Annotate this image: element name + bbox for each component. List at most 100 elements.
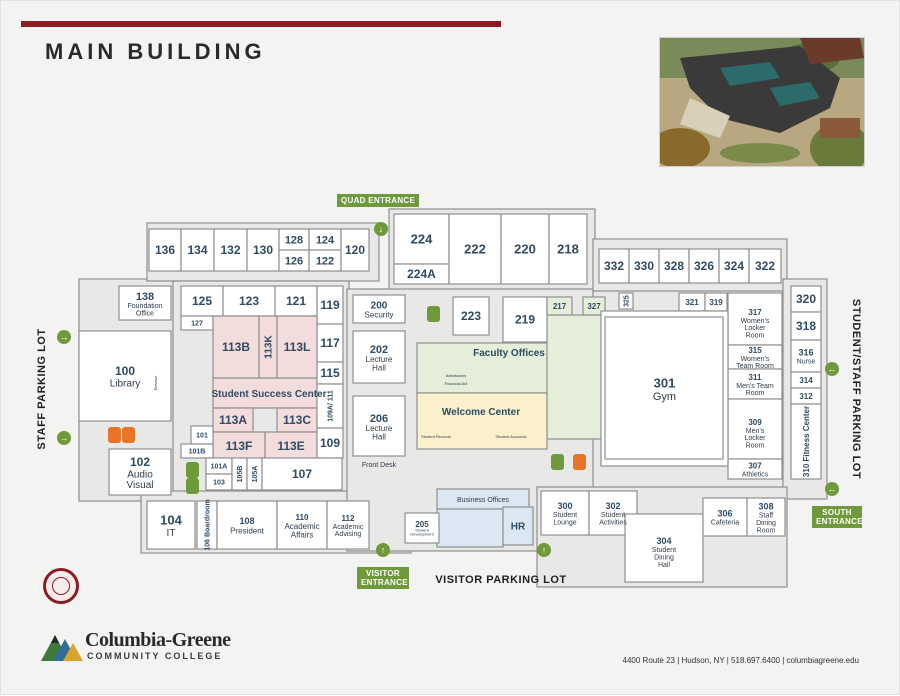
room-label-122: 122: [316, 255, 334, 267]
faculty-offices-east-zone: [546, 314, 606, 440]
room-304: [624, 513, 704, 583]
room-219: [502, 296, 548, 343]
room-name-200: Security: [365, 311, 394, 320]
room-label-117: 117: [320, 336, 340, 350]
room-label-113f: 113F: [226, 439, 253, 453]
room-330: [628, 248, 660, 284]
room-label-105a: 105A: [252, 466, 259, 483]
room-label-327: 327: [587, 302, 601, 311]
elevator-label: Elevator: [153, 375, 158, 390]
front-desk-label: Front Desk: [362, 462, 397, 469]
room-325: [618, 292, 634, 310]
room-label-113l: 113L: [284, 340, 311, 354]
room-label-318: 318: [796, 319, 816, 333]
room-label-310: 310 Fitness Center: [802, 406, 811, 477]
room-label-205: 205: [415, 520, 429, 529]
room-327: [582, 296, 606, 316]
student-accounts-label: Student Accounts: [495, 434, 526, 439]
restroom-icon: [108, 427, 121, 443]
aerial-building-image: [659, 37, 865, 167]
room-332: [598, 248, 630, 284]
room-name-307: Athletics: [742, 471, 769, 478]
restroom-icon: [573, 454, 586, 470]
room-name-102: Visual: [126, 480, 153, 491]
room-130: [246, 228, 280, 272]
south-entrance-arrow-icon: ←: [825, 482, 839, 496]
room-200: [352, 294, 406, 324]
room-113a: [212, 407, 254, 433]
room-label-106: 106 Boardroom: [204, 499, 211, 550]
quad-entrance-tag: QUAD ENTRANCE: [337, 194, 420, 207]
room-102: [108, 448, 172, 496]
page-title: MAIN BUILDING: [45, 39, 266, 64]
room-label-330: 330: [634, 259, 654, 273]
room-label-113e: 113E: [277, 439, 304, 453]
room-label-124: 124: [316, 234, 335, 246]
gym-court: [604, 316, 724, 460]
room-label-104: 104: [160, 513, 182, 528]
room-name-110: Affairs: [291, 530, 314, 539]
brand-subtitle: COMMUNITY COLLEGE: [87, 651, 223, 661]
room-label-325: 325: [623, 295, 630, 307]
room-name-309: Locker: [744, 435, 766, 442]
room-label-306: 306: [717, 509, 732, 519]
room-label-314: 314: [799, 376, 813, 385]
room-label-102: 102: [130, 455, 150, 469]
room-label-hr: HR: [511, 522, 526, 533]
room-label-206: 206: [370, 413, 388, 425]
room-name-301: Gym: [653, 391, 676, 403]
room-label-127: 127: [191, 320, 203, 327]
welcome-center-zone: [416, 392, 548, 450]
room-109: [316, 427, 344, 459]
room-label-101a: 101A: [211, 463, 228, 470]
room-202: [352, 330, 406, 384]
room-100: [78, 330, 172, 422]
visitor-entrance-arrow-icon: ↑: [376, 543, 390, 557]
room-label-108: 108: [239, 516, 254, 526]
room-name-308: Dining: [756, 520, 776, 527]
room-label-126: 126: [285, 255, 303, 267]
student-records-label: Student Records: [421, 434, 451, 439]
staff-lot-arrow-2-icon: →: [57, 431, 71, 445]
room-104: [146, 500, 196, 550]
room-label-332: 332: [604, 259, 624, 273]
room-label-107: 107: [292, 467, 312, 481]
room-101b: [180, 443, 214, 459]
room-label-130: 130: [253, 243, 273, 257]
room-320: [790, 285, 822, 313]
room-label-218: 218: [557, 242, 579, 257]
room-name-205: Development: [410, 532, 434, 537]
room-110: [276, 500, 328, 550]
room-name-311: Room: [746, 390, 765, 397]
room-120: [340, 228, 370, 272]
room-name-104: IT: [167, 528, 176, 539]
room-308: [746, 497, 786, 537]
room-label-300: 300: [557, 501, 572, 511]
room-name-317: Women's: [741, 318, 770, 325]
staff-parking-lot-label: STAFF PARKING LOT: [36, 328, 48, 449]
room-113l: [276, 315, 318, 379]
room-112: [326, 500, 370, 550]
room-name-309: Room: [746, 443, 765, 450]
stairs-icon: [186, 478, 199, 494]
room-name-205: Student: [415, 527, 430, 532]
room-label-113k: 113K: [264, 335, 275, 359]
visitor-parking-lot-label: VISITOR PARKING LOT: [435, 574, 566, 586]
room-136: [148, 228, 182, 272]
student-staff-parking-lot-label: STUDENT/STAFF PARKING LOT: [850, 299, 862, 479]
room-300: [540, 490, 590, 536]
room-label-316: 316: [798, 348, 813, 358]
room-name-304: Student: [652, 547, 676, 554]
room-310: [790, 403, 822, 480]
room-223: [452, 296, 490, 336]
admissions-label: Admissions: [446, 373, 466, 378]
restroom-icon: [122, 427, 135, 443]
room-label-222: 222: [464, 242, 486, 257]
room-label-219: 219: [515, 313, 535, 327]
title-accent-bar: [21, 21, 501, 27]
room-label-224a: 224A: [407, 267, 436, 281]
stairs-icon: [186, 462, 199, 478]
room-label-312: 312: [799, 392, 813, 401]
room-label-134: 134: [187, 243, 207, 257]
room-label-307: 307: [748, 461, 762, 470]
